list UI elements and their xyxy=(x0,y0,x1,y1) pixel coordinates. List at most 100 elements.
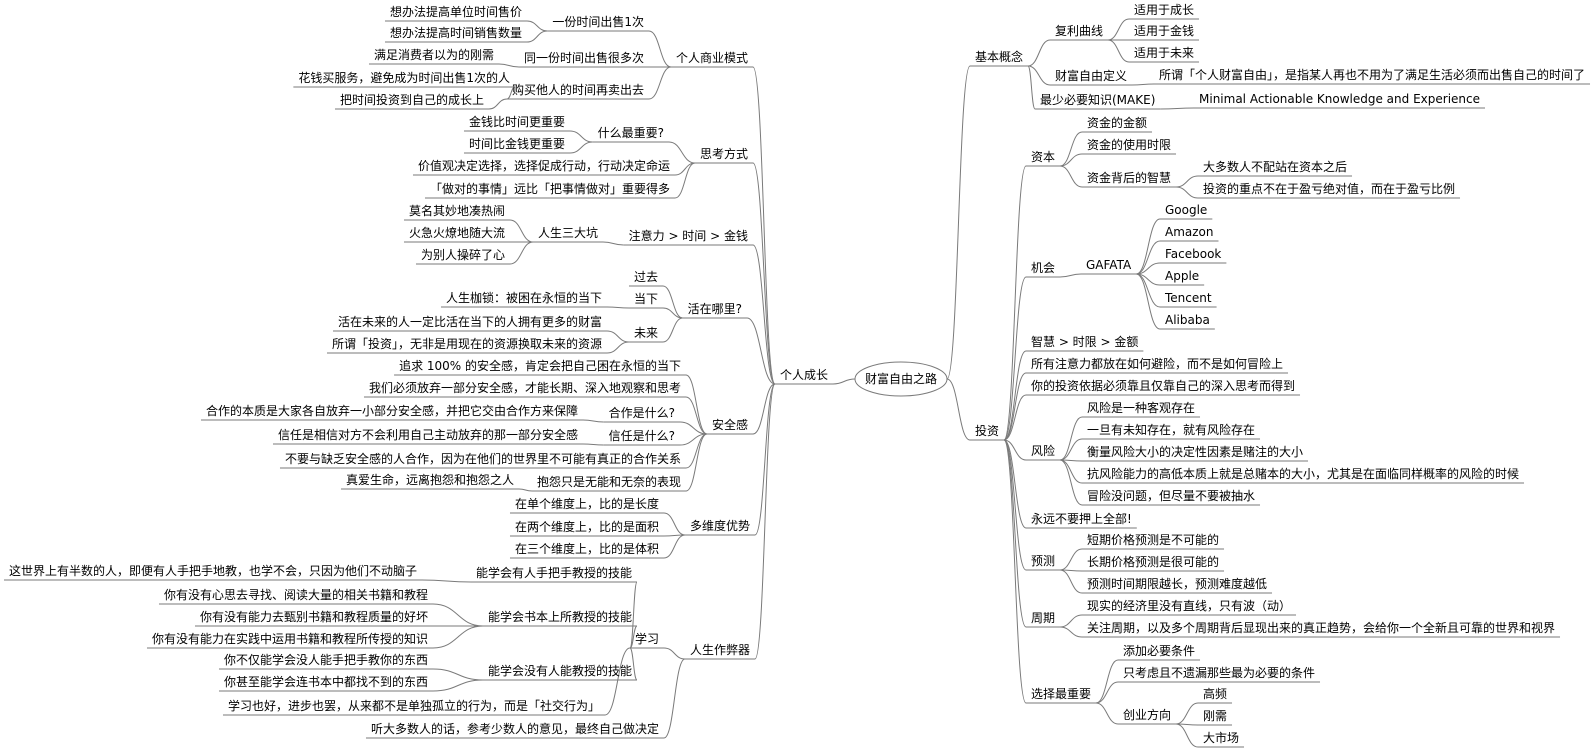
topic-L5c1[interactable]: 合作的本质是大家各自放弃一小部分安全感，并把它交由合作方来保障 xyxy=(200,403,583,421)
topic-L7a[interactable]: 学习 xyxy=(629,631,664,649)
topic-L1a1[interactable]: 想办法提高单位时间售价 xyxy=(384,4,527,22)
topic-L1c[interactable]: 购买他人的时间再卖出去 xyxy=(506,82,649,100)
topic-L1c2[interactable]: 把时间投资到自己的成长上 xyxy=(334,92,489,110)
topic-R2a32[interactable]: 投资的重点不在于盈亏绝对值，而在于盈亏比例 xyxy=(1198,181,1461,199)
topic-L5f1[interactable]: 真爱生命，远离抱怨和抱怨之人 xyxy=(340,472,519,490)
topic-R2a1[interactable]: 资金的金额 xyxy=(1082,115,1153,133)
topic-R2e[interactable]: 你的投资依据必须靠且仅靠自己的深入思考而得到 xyxy=(1026,378,1301,396)
topic-L3[interactable]: 注意力 > 时间 > 金钱 xyxy=(623,228,753,246)
topic-R2f4[interactable]: 抗风险能力的高低本质上就是总赌本的大小，尤其是在面临同样概率的风险的时候 xyxy=(1082,466,1525,484)
topic-R2b16[interactable]: Alibaba xyxy=(1160,313,1215,330)
topic-L1b[interactable]: 同一份时间出售很多次 xyxy=(518,50,649,68)
topic-L7[interactable]: 人生作弊器 xyxy=(684,642,755,660)
topic-L2b[interactable]: 价值观决定选择，选择促成行动，行动决定命运 xyxy=(412,158,675,176)
topic-R1a1[interactable]: 适用于成长 xyxy=(1129,3,1200,20)
topic-R2a3[interactable]: 资金背后的智慧 xyxy=(1082,170,1177,188)
topic-L7a3[interactable]: 能学会没有人能教授的技能 xyxy=(482,663,637,681)
topic-R2d[interactable]: 所有注意力都放在如何避险，而不是如何冒险上 xyxy=(1026,356,1289,374)
topic-R2j3[interactable]: 创业方向 xyxy=(1118,707,1177,725)
topic-R2b15[interactable]: Tencent xyxy=(1160,291,1217,308)
topic-R1b[interactable]: 财富自由定义 xyxy=(1050,68,1133,86)
topic-R2j31[interactable]: 高频 xyxy=(1198,686,1233,704)
topic-R2h[interactable]: 预测 xyxy=(1026,554,1061,571)
topic-L6c[interactable]: 在三个维度上，比的是体积 xyxy=(509,541,664,559)
topic-L[interactable]: 个人成长 xyxy=(774,368,833,385)
topic-L7a23[interactable]: 你有没有能力在实践中运用书籍和教程所传授的知识 xyxy=(146,631,433,649)
topic-L1b1[interactable]: 满足消费者以为的刚需 xyxy=(368,47,499,65)
root-node[interactable]: 财富自由之路 xyxy=(854,361,948,397)
topic-R2i[interactable]: 周期 xyxy=(1026,611,1061,628)
topic-L5f[interactable]: 抱怨只是无能和无奈的表现 xyxy=(531,474,686,492)
topic-L7a4[interactable]: 学习也好，进步也罢，从来都不是单独孤立的行为，而是「社交行为」 xyxy=(222,698,605,716)
topic-R2i1[interactable]: 现实的经济里没有直线，只有波（动） xyxy=(1082,598,1297,616)
topic-L4b[interactable]: 当下 xyxy=(628,292,663,309)
topic-L3a1[interactable]: 莫名其妙地凑热闹 xyxy=(403,203,510,221)
topic-L1a2[interactable]: 想办法提高时间销售数量 xyxy=(384,25,527,43)
topic-L4c2[interactable]: 所谓「投资」，无非是用现在的资源换取未来的资源 xyxy=(326,336,607,354)
topic-L2a1[interactable]: 金钱比时间更重要 xyxy=(463,114,570,132)
topic-R2b14[interactable]: Apple xyxy=(1160,269,1205,286)
topic-L2a[interactable]: 什么最重要? xyxy=(592,126,669,143)
topic-R1b1[interactable]: 所谓「个人财富自由」，是指某人再也不用为了满足生活必须而出售自己的时间了 xyxy=(1154,67,1591,85)
topic-L5b[interactable]: 我们必须放弃一部分安全感，才能长期、深入地观察和思考 xyxy=(363,380,686,398)
topic-L5c[interactable]: 合作是什么? xyxy=(603,405,680,423)
topic-R2f2[interactable]: 一旦有未知存在，就有风险存在 xyxy=(1082,422,1261,440)
topic-L7a32[interactable]: 你甚至能学会连书本中都找不到的东西 xyxy=(218,674,433,692)
topic-L7a1[interactable]: 能学会有人手把手教授的技能 xyxy=(470,565,637,583)
topic-R2j33[interactable]: 大市场 xyxy=(1198,730,1245,748)
topic-R1a[interactable]: 复利曲线 xyxy=(1050,24,1109,41)
topic-R2[interactable]: 投资 xyxy=(970,423,1005,441)
topic-L4b1[interactable]: 人生枷锁：被困在永恒的当下 xyxy=(440,290,607,308)
topic-R2h3[interactable]: 预测时间期限越长，预测难度越低 xyxy=(1082,576,1273,594)
topic-R1c[interactable]: 最少必要知识(MAKE) xyxy=(1035,93,1161,110)
topic-L4a[interactable]: 过去 xyxy=(628,270,663,287)
topic-R1c1[interactable]: Minimal Actionable Knowledge and Experie… xyxy=(1194,92,1485,109)
topic-R2j1[interactable]: 添加必要条件 xyxy=(1118,644,1201,661)
topic-R1[interactable]: 基本概念 xyxy=(970,49,1029,67)
topic-L7a31[interactable]: 你不仅能学会没人能手把手教你的东西 xyxy=(218,652,433,670)
topic-L3a[interactable]: 人生三大坑 xyxy=(532,225,603,243)
topic-R1a2[interactable]: 适用于金钱 xyxy=(1129,23,1200,41)
topic-L7a21[interactable]: 你有没有心思去寻找、阅读大量的相关书籍和教程 xyxy=(158,587,433,605)
topic-L7b[interactable]: 听大多数人的话，参考少数人的意见，最终自己做决定 xyxy=(365,721,664,739)
topic-R2a31[interactable]: 大多数人不配站在资本之后 xyxy=(1198,159,1353,177)
topic-R2g[interactable]: 永远不要押上全部! xyxy=(1026,511,1137,529)
topic-R2f5[interactable]: 冒险没问题，但尽量不要被抽水 xyxy=(1082,488,1261,506)
topic-L5d1[interactable]: 信任是相信对方不会利用自己主动放弃的那一部分安全感 xyxy=(272,427,583,445)
topic-L5d[interactable]: 信任是什么? xyxy=(603,429,680,446)
topic-L3a2[interactable]: 火急火燎地随大流 xyxy=(403,225,510,243)
topic-R2b11[interactable]: Google xyxy=(1160,203,1213,220)
topic-L1c1[interactable]: 花钱买服务，避免成为时间出售1次的人 xyxy=(293,70,515,88)
topic-R2h2[interactable]: 长期价格预测是很可能的 xyxy=(1082,554,1225,572)
topic-R2j2[interactable]: 只考虑且不遗漏那些最为必要的条件 xyxy=(1118,665,1321,683)
topic-L5e[interactable]: 不要与缺乏安全感的人合作，因为在他们的世界里不可能有真正的合作关系 xyxy=(279,451,686,469)
topic-R2f3[interactable]: 衡量风险大小的决定性因素是赌注的大小 xyxy=(1082,444,1309,462)
topic-R2f1[interactable]: 风险是一种客观存在 xyxy=(1082,400,1201,418)
topic-R2j32[interactable]: 刚需 xyxy=(1198,709,1233,726)
topic-R2a[interactable]: 资本 xyxy=(1026,150,1061,167)
topic-R2h1[interactable]: 短期价格预测是不可能的 xyxy=(1082,532,1225,550)
topic-L2[interactable]: 思考方式 xyxy=(694,146,753,164)
topic-L4c[interactable]: 未来 xyxy=(628,326,663,343)
topic-L1[interactable]: 个人商业模式 xyxy=(670,50,753,68)
topic-R2b[interactable]: 机会 xyxy=(1026,261,1061,278)
topic-L5[interactable]: 安全感 xyxy=(706,417,753,435)
topic-L2a2[interactable]: 时间比金钱更重要 xyxy=(463,136,570,154)
topic-R2b13[interactable]: Facebook xyxy=(1160,247,1227,264)
topic-L4c1[interactable]: 活在未来的人一定比活在当下的人拥有更多的财富 xyxy=(332,314,607,332)
topic-L3a3[interactable]: 为别人操碎了心 xyxy=(415,247,510,265)
topic-R1a3[interactable]: 适用于未来 xyxy=(1129,46,1200,63)
topic-L7a2[interactable]: 能学会书本上所教授的技能 xyxy=(482,609,637,627)
topic-L6[interactable]: 多维度优势 xyxy=(684,518,755,536)
topic-L2c[interactable]: 「做对的事情」远比「把事情做对」重要得多 xyxy=(424,181,675,199)
topic-L5a[interactable]: 追求 100% 的安全感，肯定会把自己困在永恒的当下 xyxy=(394,358,686,376)
topic-R2f[interactable]: 风险 xyxy=(1026,443,1061,461)
topic-R2b12[interactable]: Amazon xyxy=(1160,225,1219,242)
topic-R2i2[interactable]: 关注周期，以及多个周期背后显现出来的真正趋势，会给你一个全新且可靠的世界和视界 xyxy=(1082,620,1561,638)
topic-L7a22[interactable]: 你有没有能力去甄别书籍和教程质量的好坏 xyxy=(194,609,433,627)
topic-L7a11[interactable]: 这世界上有半数的人，即便有人手把手地教，也学不会，只因为他们不动脑子 xyxy=(3,563,422,581)
topic-R2c[interactable]: 智慧 > 时限 > 金额 xyxy=(1026,334,1144,352)
topic-L1a[interactable]: 一份时间出售1次 xyxy=(547,14,649,32)
topic-L6b[interactable]: 在两个维度上，比的是面积 xyxy=(509,519,664,537)
topic-L6a[interactable]: 在单个维度上，比的是长度 xyxy=(509,496,664,514)
